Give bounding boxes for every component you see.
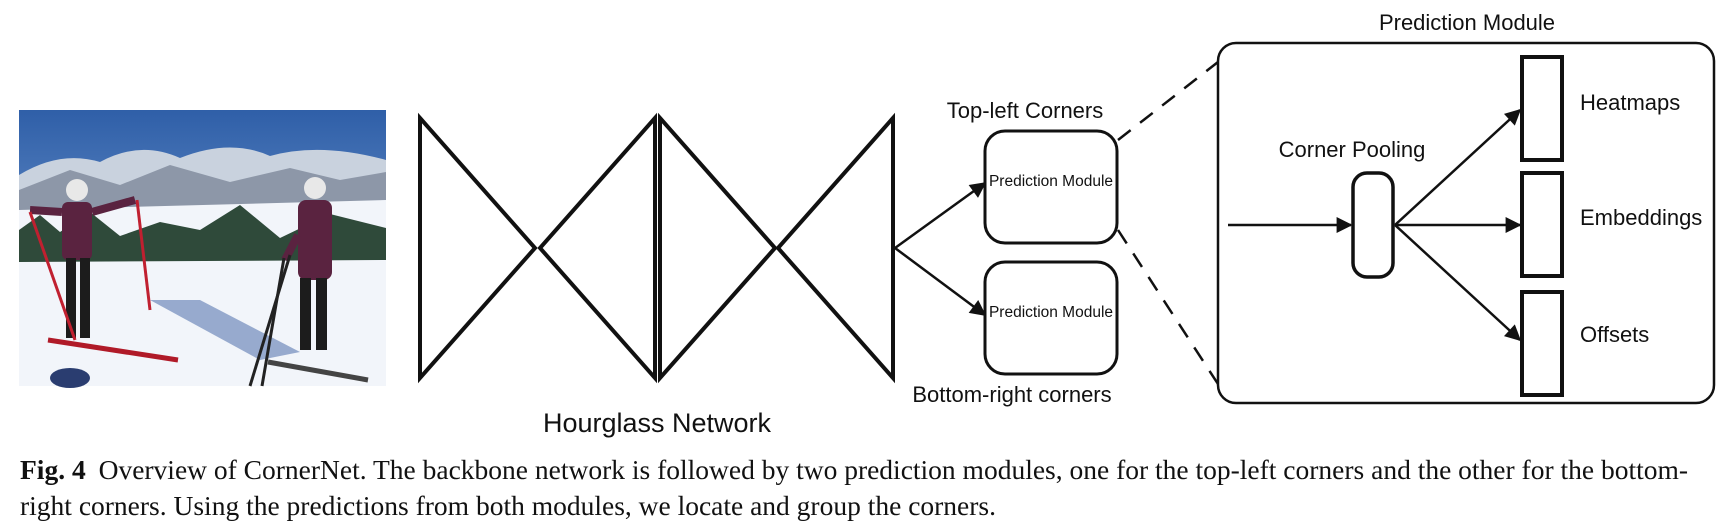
arrow-to-top-left (894, 181, 987, 250)
hourglass-shape (537, 112, 657, 384)
output-blocks (1520, 55, 1564, 397)
figure-caption: Fig. 4 Overview of CornerNet. The backbo… (20, 452, 1720, 524)
offsets-block (1520, 290, 1564, 397)
embeddings-label: Embeddings (1580, 205, 1702, 230)
backbone-arrows (894, 181, 987, 317)
top-left-prediction-module (983, 129, 1119, 245)
figure-number: Fig. 4 (20, 454, 86, 485)
heatmaps-block (1520, 55, 1564, 162)
prediction-module-title: Prediction Module (1379, 10, 1555, 35)
zoom-lines (1116, 61, 1220, 385)
corner-pooling-block (1351, 171, 1395, 279)
top-left-corners-label: Top-left Corners (947, 98, 1104, 123)
arrow-to-heatmaps (1394, 108, 1522, 226)
offsets-label: Offsets (1580, 322, 1649, 347)
caption-text: Overview of CornerNet. The backbone netw… (20, 454, 1689, 521)
top-left-module-label: Prediction Module (989, 173, 1113, 190)
corner-pooling-label: Corner Pooling (1279, 137, 1426, 162)
hourglass-shape (418, 112, 538, 384)
arrow-to-bottom-right (894, 246, 987, 317)
heatmaps-label: Heatmaps (1580, 90, 1680, 115)
hourglass-network (418, 112, 895, 384)
prediction-module-detail (1216, 41, 1716, 405)
hourglass-shape (775, 112, 895, 384)
module-arrows (1228, 108, 1522, 342)
arrow-to-offsets (1394, 224, 1522, 342)
input-photo (19, 110, 386, 388)
bottom-right-module-label: Prediction Module (989, 304, 1113, 321)
embeddings-block (1520, 171, 1564, 278)
bottom-right-corners-label: Bottom-right corners (912, 382, 1111, 407)
hourglass-label: Hourglass Network (543, 408, 772, 438)
bottom-right-prediction-module (983, 260, 1119, 376)
hourglass-shape (658, 112, 778, 384)
